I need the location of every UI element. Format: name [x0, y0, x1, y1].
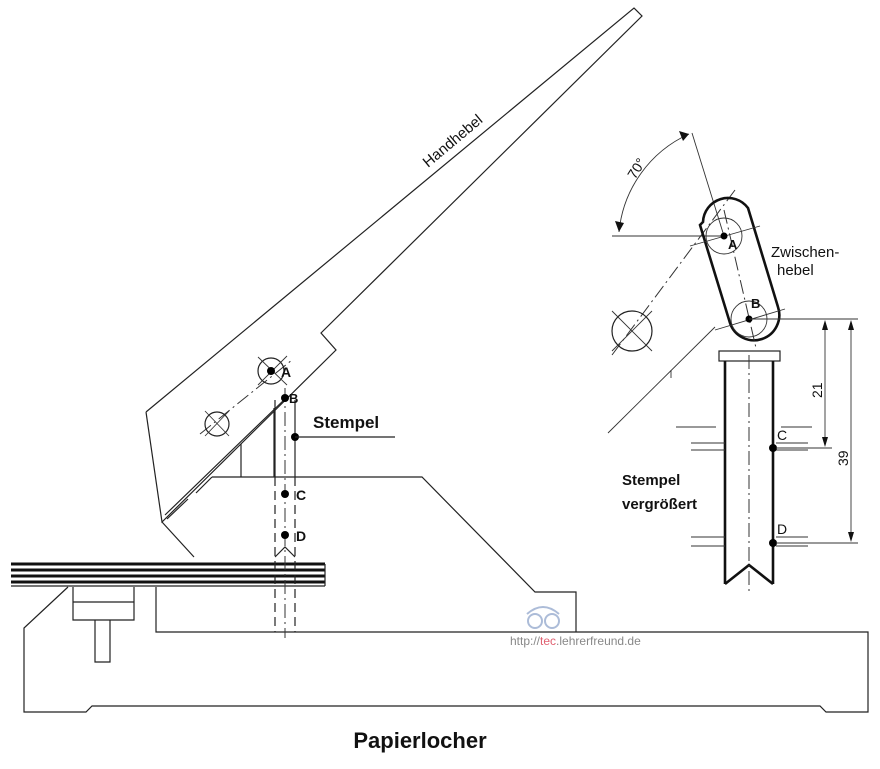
detail-point-d-label: D: [777, 521, 787, 537]
punch-enlarged-label-1: Stempel: [622, 472, 680, 489]
housing: [195, 476, 577, 632]
base-plate: [23, 586, 869, 713]
punch: [274, 388, 395, 638]
point-c-label: C: [296, 487, 306, 503]
watermark-logo-icon: [526, 606, 560, 629]
detail-point-c-label: C: [777, 427, 787, 443]
dimension-21: 21: [809, 382, 825, 398]
hand-lever-label: Handhebel: [420, 111, 487, 171]
punch-enlarged-label-2: vergrößert: [622, 496, 697, 513]
pivot-a: [257, 355, 288, 386]
intermediate-lever-label-2: hebel: [777, 262, 814, 279]
angle-label: 70°: [624, 155, 649, 181]
intermediate-lever-label-1: Zwischen-: [771, 244, 839, 261]
point-b-label: B: [289, 391, 298, 406]
point-a-label: A: [281, 364, 291, 380]
watermark-url: http://tec.lehrerfreund.de: [510, 634, 641, 648]
hand-lever: [145, 7, 643, 558]
detail-point-a-label: A: [728, 237, 738, 252]
lever-pivot: [204, 410, 230, 437]
point-d-label: D: [296, 528, 306, 544]
dimension-39: 39: [835, 450, 851, 466]
detail-point-b-label: B: [751, 296, 760, 311]
diagram-title: Papierlocher: [353, 728, 487, 753]
enlarged-detail: [607, 131, 858, 594]
punch-label: Stempel: [313, 413, 379, 432]
paper-stack: [11, 562, 326, 587]
